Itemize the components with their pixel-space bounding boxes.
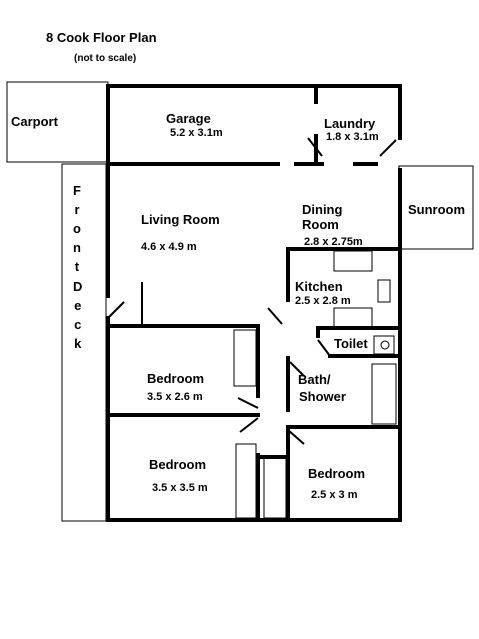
door-bath <box>289 361 305 377</box>
door-living-deck <box>107 301 125 319</box>
front-deck-outline <box>61 163 107 522</box>
dining-room-label-1: Dining <box>302 202 343 217</box>
living-room-label: Living Room <box>141 212 220 227</box>
bath-label-2: Shower <box>299 389 346 404</box>
dining-room-label-2: Room <box>302 217 339 232</box>
deck-letter: c <box>74 317 82 332</box>
bedroom3-label: Bedroom <box>308 466 366 481</box>
kitchen-size: 2.5 x 2.8 m <box>295 295 351 307</box>
bedroom2-robe <box>235 443 257 519</box>
hall-linen <box>263 457 287 519</box>
deck-letter: D <box>73 279 83 294</box>
bath-label-1: Bath/ <box>298 372 331 387</box>
toilet-fixture <box>373 335 395 355</box>
bath-tub <box>371 363 397 425</box>
sunroom-label: Sunroom <box>408 202 466 217</box>
bedroom1-robe <box>233 329 257 387</box>
deck-letter: e <box>74 298 82 313</box>
laundry-size: 1.8 x 3.1m <box>326 131 379 143</box>
door-toilet <box>317 339 331 357</box>
deck-letter: o <box>73 221 81 236</box>
scale-note: (not to scale) <box>74 53 137 64</box>
door-garage-laundry <box>307 137 323 157</box>
dining-room-size: 2.8 x 2.75m <box>304 236 363 248</box>
plan-title: 8 Cook Floor Plan <box>46 30 157 45</box>
door-bedroom3 <box>287 429 305 445</box>
deck-letter: t <box>74 259 80 274</box>
kitchen-fridge <box>377 279 391 303</box>
front-deck-label-2: D e c k <box>73 280 82 350</box>
deck-letter: r <box>74 202 80 217</box>
kitchen-label: Kitchen <box>295 279 343 294</box>
bedroom3-size: 2.5 x 3 m <box>311 489 358 501</box>
front-deck-label: F r o n t <box>73 184 81 273</box>
door-bedroom2 <box>239 417 259 433</box>
garage-label: Garage <box>166 111 211 126</box>
toilet-bowl <box>380 340 390 350</box>
living-room-size: 4.6 x 4.9 m <box>141 241 197 253</box>
laundry-label: Laundry <box>324 116 376 131</box>
deck-letter: k <box>74 336 82 351</box>
deck-letter: n <box>73 240 81 255</box>
kitchen-bench-top <box>333 250 373 272</box>
door-hall <box>267 307 283 325</box>
carport-label: Carport <box>11 114 58 129</box>
kitchen-bench-bottom <box>333 307 373 329</box>
bedroom2-label: Bedroom <box>149 457 207 472</box>
garage-size: 5.2 x 3.1m <box>170 127 223 139</box>
bedroom2-size: 3.5 x 3.5 m <box>152 482 208 494</box>
door-bedroom1 <box>237 397 259 409</box>
toilet-label: Toilet <box>334 336 368 351</box>
bedroom1-label: Bedroom <box>147 371 205 386</box>
door-laundry-out <box>379 139 397 157</box>
deck-letter: F <box>73 183 81 198</box>
bedroom1-size: 3.5 x 2.6 m <box>147 391 203 403</box>
